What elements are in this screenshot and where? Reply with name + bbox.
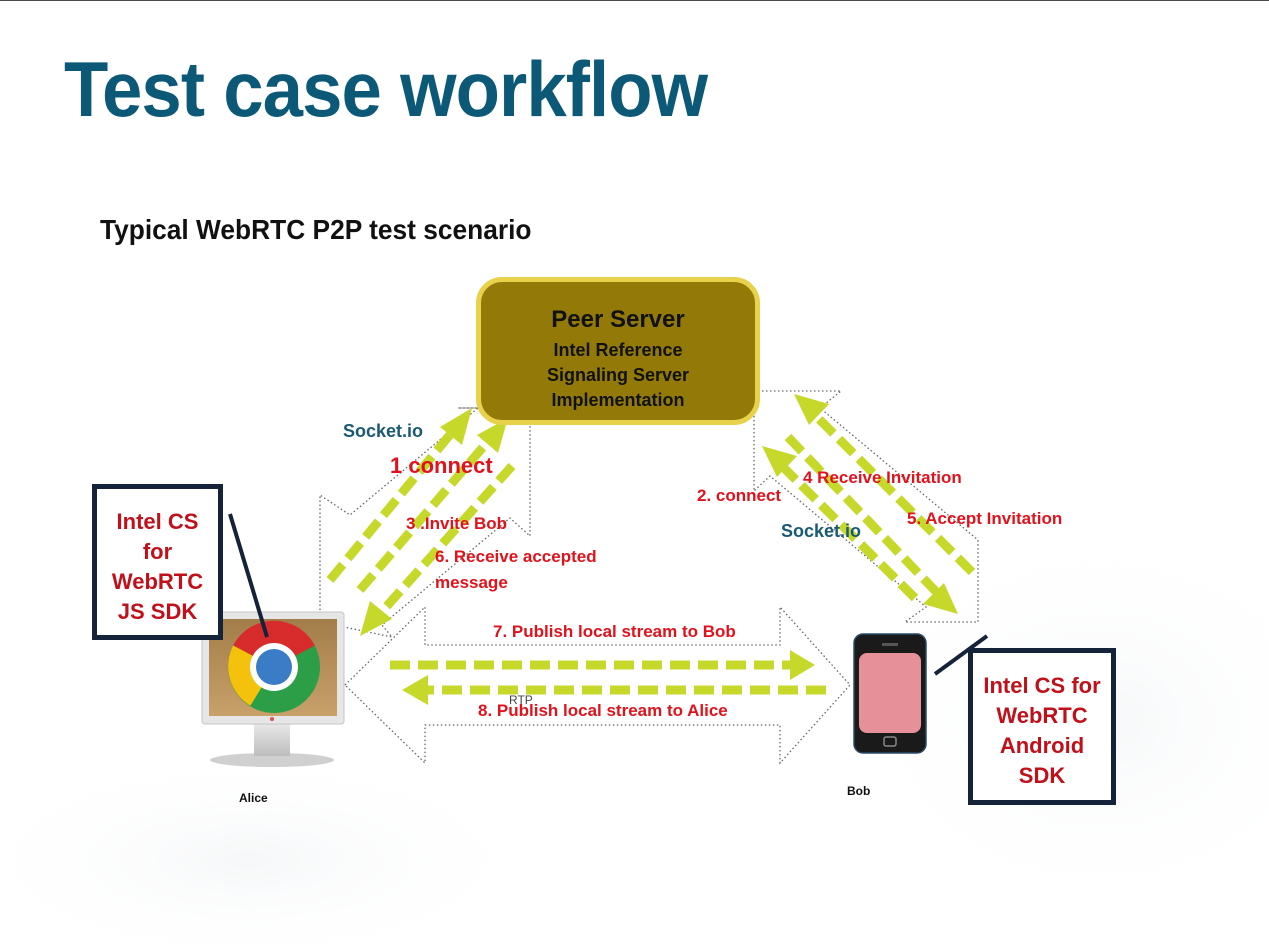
step6-label-line1: 6. Receive accepted xyxy=(435,547,597,566)
android-sdk-line: WebRTC xyxy=(996,703,1088,728)
arrowhead-step2 xyxy=(762,446,797,477)
slide-title: Test case workflow xyxy=(64,45,708,133)
step5-label: 5. Accept Invitation xyxy=(907,509,1063,528)
peer-server-line: Intel Reference xyxy=(553,340,683,360)
arrowhead-step4 xyxy=(923,583,958,614)
socketio-arrow-left xyxy=(319,407,531,639)
socketio-label-right: Socket.io xyxy=(781,521,862,541)
peer-server-title: Peer Server xyxy=(551,306,685,333)
arrowhead-step6 xyxy=(360,601,392,636)
arrow-step1-connect xyxy=(326,422,462,583)
android-sdk-box: Intel CS for WebRTC Android SDK xyxy=(968,648,1116,805)
arrow-step3-invite xyxy=(356,429,500,593)
arrowhead-step8 xyxy=(402,675,428,705)
js-sdk-box: Intel CS for WebRTC JS SDK xyxy=(92,484,223,640)
arrowhead-step7 xyxy=(790,650,815,680)
js-sdk-line: Intel CS xyxy=(116,509,199,534)
peer-server-line: Signaling Server xyxy=(546,365,690,385)
alice-monitor-icon xyxy=(201,611,345,767)
js-sdk-line: JS SDK xyxy=(117,599,198,624)
top-border-line xyxy=(0,0,1269,1)
android-sdk-line: Android xyxy=(999,733,1085,758)
peer-server-box: Peer Server Intel Reference Signaling Se… xyxy=(476,277,760,425)
js-sdk-line: for xyxy=(142,539,173,564)
arrow-step5-accept xyxy=(804,404,976,576)
chrome-logo-icon xyxy=(228,620,320,713)
step2-label: 2. connect xyxy=(697,486,782,505)
arrow-step6-received xyxy=(374,463,516,619)
bob-label: Bob xyxy=(847,784,871,798)
android-sdk-line: SDK xyxy=(1018,763,1066,788)
step7-label: 7. Publish local stream to Bob xyxy=(493,622,736,641)
socketio-arrow-right xyxy=(753,390,979,623)
socketio-label-left: Socket.io xyxy=(343,421,424,441)
arrowhead-step3 xyxy=(477,418,508,453)
android-sdk-line: Intel CS for xyxy=(983,673,1101,698)
arrowhead-step1 xyxy=(440,408,472,445)
peer-server-line: Implementation xyxy=(551,390,685,410)
callout-line-android-sdk xyxy=(933,634,989,676)
rtp-hollow-arrow xyxy=(344,605,851,765)
alice-label: Alice xyxy=(239,791,268,805)
rtp-label: RTP xyxy=(509,693,533,707)
step3-label: 3 .Invite Bob xyxy=(406,514,508,533)
step4-label: 4 Receive Invitation xyxy=(803,468,962,487)
step1-label: 1 connect xyxy=(390,453,493,478)
arrowhead-step5 xyxy=(794,394,829,425)
step6-label-line2: message xyxy=(435,573,508,592)
arrow-step2-connect xyxy=(772,456,919,602)
callout-line-js-sdk xyxy=(228,513,269,638)
arrow-step4-receive xyxy=(784,433,948,604)
bob-phone-icon xyxy=(853,633,927,754)
slide-subtitle: Typical WebRTC P2P test scenario xyxy=(100,214,532,245)
step8-label: 8. Publish local stream to Alice xyxy=(478,701,728,720)
js-sdk-line: WebRTC xyxy=(111,569,204,594)
